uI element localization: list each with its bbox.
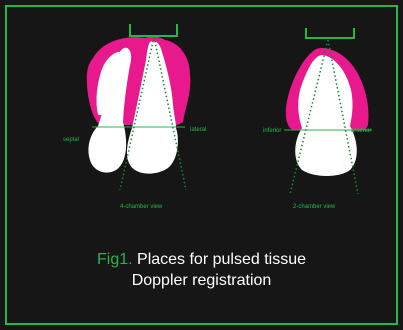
caption-line-1: Fig1. Places for pulsed tissue <box>0 249 403 270</box>
label-lateral: lateral <box>190 127 206 133</box>
two-chamber-probe-bracket <box>306 28 354 38</box>
label-inferior: inferior <box>263 128 281 134</box>
label-four-chamber-view: 4-chamber view <box>120 204 162 210</box>
label-septal: septal <box>63 137 79 143</box>
label-anterior: anterior <box>351 128 371 134</box>
caption-line-2: Doppler registration <box>0 270 403 291</box>
label-two-chamber-view: 2-chamber view <box>293 204 335 210</box>
figure-caption: Fig1. Places for pulsed tissue Doppler r… <box>0 249 403 291</box>
caption-fig-number: Fig1. <box>97 251 133 268</box>
caption-text-1: Places for pulsed tissue <box>137 251 306 268</box>
two-chamber-heart <box>286 48 369 176</box>
four-chamber-heart <box>87 37 191 174</box>
four-chamber-probe-bracket <box>130 24 177 36</box>
